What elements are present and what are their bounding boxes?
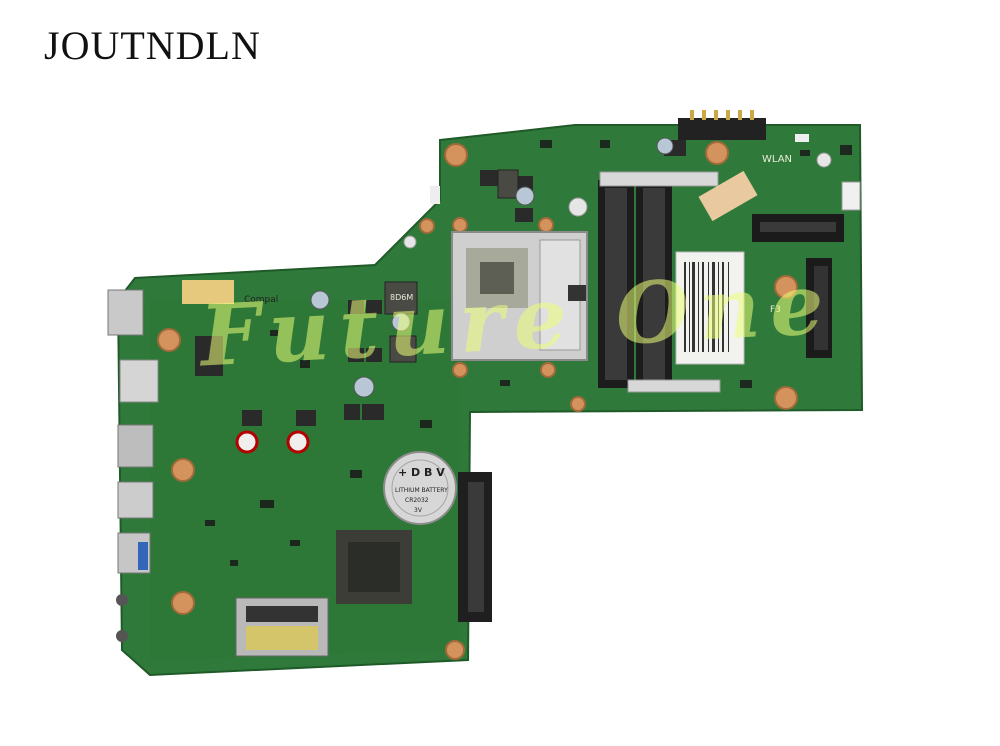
ram-slots [598,171,721,393]
cpu-socket [451,231,588,361]
audio-jack-2 [116,630,128,642]
battery-mark: + D B V [398,466,445,479]
audio-jack-1 [116,594,128,606]
compal-sticker [182,280,234,304]
battery-line2: CR2032 [405,497,429,504]
fan-connector [841,181,861,211]
f3-silk-label: F3 [770,305,781,315]
cmos-battery: + D B V LITHIUM BATTERY CR2032 3V [383,451,457,525]
port-vga-blue [138,542,148,570]
port-lan [119,359,159,403]
inductor-code: 8D6M [390,293,413,302]
brand-title: JOUTNDLN [44,23,261,68]
battery-line3: 3V [414,507,423,514]
power-connector [678,118,766,140]
port-usb-1 [117,481,154,519]
wlan-silk-label: WLAN [762,154,792,165]
battery-line1: LITHIUM BATTERY [395,487,448,494]
port-hdmi [117,424,154,468]
serial-sticker [675,251,745,365]
capacitors [235,137,674,454]
port-dc [107,289,144,336]
mount-holes [403,152,832,249]
screw-pads [157,141,798,660]
inductor [384,281,418,315]
compal-label: Compal [244,295,278,305]
fast-sticker [698,170,758,222]
